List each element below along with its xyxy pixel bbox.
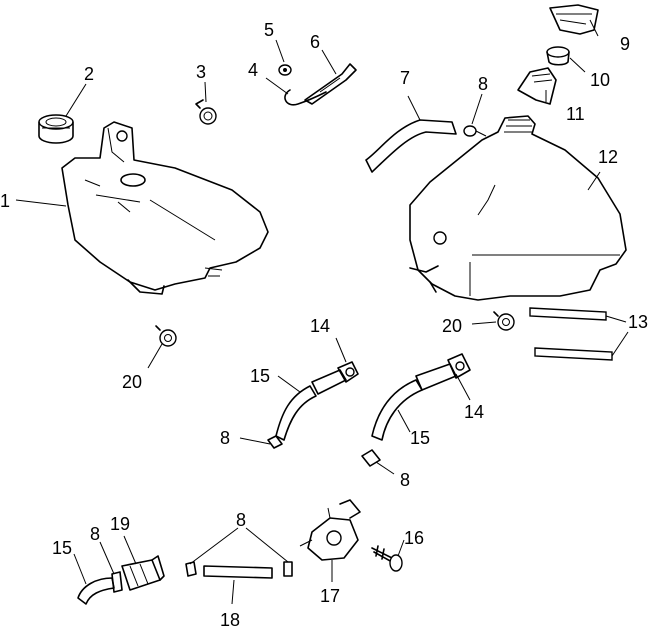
callout-8-bottom: 8 [90,524,100,544]
callout-labels: 1 2 3 4 5 6 7 8 9 10 11 12 13 14 15 20 2… [0,20,648,630]
callout-11: 11 [566,104,585,124]
callout-7: 7 [400,68,410,88]
callout-20-right: 20 [442,316,462,336]
callout-9: 9 [620,34,630,54]
part-11-filler-neck [517,67,557,105]
part-14-valve-left [337,361,359,383]
part-9-fuel-cap [549,4,599,35]
part-2-cap-ring [38,114,74,144]
part-8-clip-right [361,449,381,467]
part-1-left-fuel-tank [61,121,269,295]
part-5-washer [278,64,292,76]
part-19-filter [121,555,165,591]
part-15-hose-left [275,369,347,441]
part-13-decals [529,307,613,361]
callout-4: 4 [248,60,258,80]
part-10-gasket [546,46,570,66]
part-15-hose-right [371,363,457,441]
callout-15-left: 15 [250,366,270,386]
callout-8-top: 8 [478,74,488,94]
callout-18: 18 [220,610,240,628]
part-8-clamp-top [463,125,487,137]
callout-3: 3 [196,62,206,82]
callout-1: 1 [0,191,10,211]
callout-17: 17 [320,586,340,606]
part-18-hose [203,565,273,579]
callout-8-right: 8 [400,470,410,490]
part-15-hose-bottom [77,577,115,605]
part-6-bracket [304,63,357,105]
part-3-bolt [195,99,217,125]
callout-10: 10 [590,70,610,90]
callout-19: 19 [110,514,130,534]
callout-16: 16 [404,528,424,548]
part-8-clip-left [267,435,283,449]
part-20-bolt-left [155,325,177,347]
callout-14-left: 14 [310,316,330,336]
callout-14-right: 14 [464,402,484,422]
part-8-clamp-18-right [283,561,293,577]
part-20-bolt-right [493,311,515,331]
callout-13: 13 [628,312,648,332]
part-8-clamp-bottom [111,571,123,593]
leader-lines [15,19,629,605]
part-14-valve-right [447,353,471,379]
callout-6: 6 [310,32,320,52]
callout-5: 5 [264,20,274,40]
part-16-screw [371,545,403,572]
part-7-hose [365,119,457,173]
callout-20-left: 20 [122,372,142,392]
part-17-fuel-valve [299,499,361,561]
callout-15-right: 15 [410,428,430,448]
callout-2: 2 [84,64,94,84]
callout-8-hose: 8 [236,510,246,530]
callout-15-bottom: 15 [52,538,72,558]
part-12-right-fuel-tank [409,115,627,301]
part-4-clip [284,89,327,106]
callout-8-left: 8 [220,428,230,448]
callout-12: 12 [598,147,618,167]
part-8-clamp-18-left [185,561,197,577]
